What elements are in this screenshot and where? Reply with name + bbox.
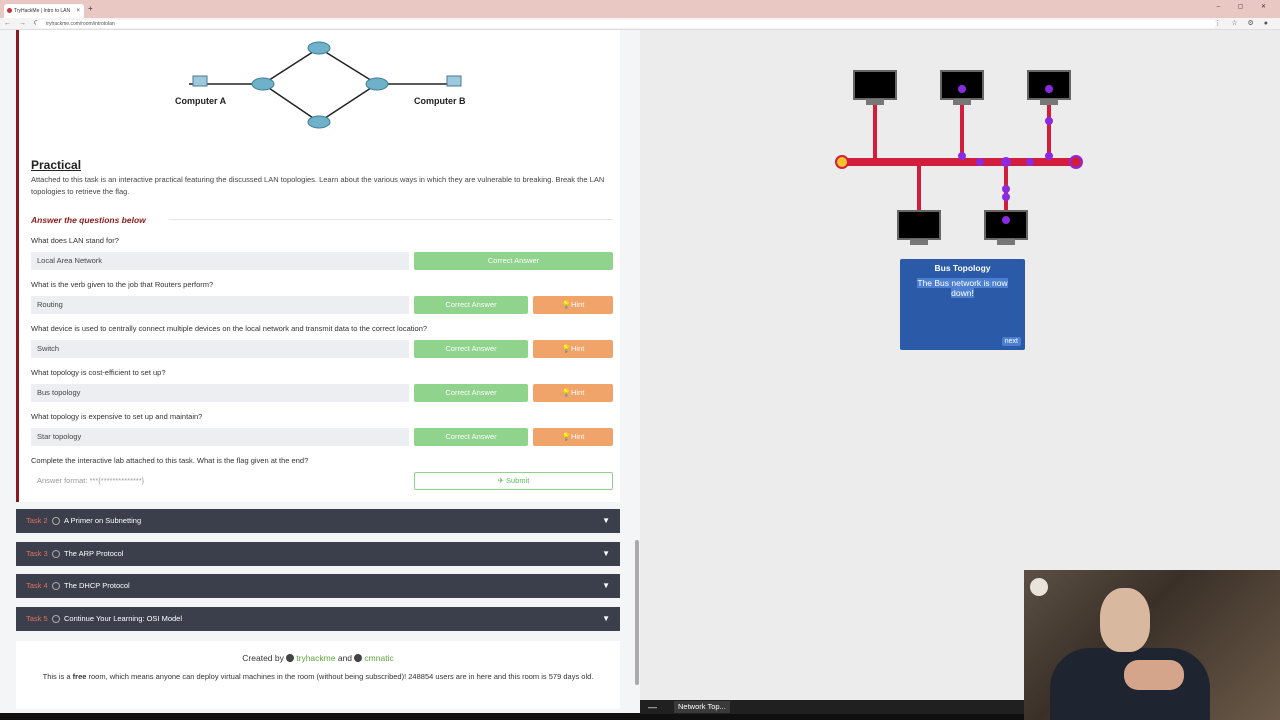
topology-message: The Bus network is now down!: [912, 278, 1013, 298]
correct-answer-button-3[interactable]: Correct Answer: [414, 340, 528, 358]
task-number: Task 4: [26, 581, 48, 590]
question-2: What is the verb given to the job that R…: [31, 280, 214, 289]
answer-3-field[interactable]: Switch: [31, 340, 409, 358]
practical-heading: Practical: [31, 158, 82, 172]
incomplete-circle-icon: [52, 550, 60, 558]
person-head: [1100, 588, 1150, 652]
monitor-icon: [853, 70, 1071, 245]
author-link-tryhackme[interactable]: tryhackme: [296, 653, 336, 663]
answer-2-field[interactable]: Routing: [31, 296, 409, 314]
divider: [169, 219, 613, 220]
task-5-accordion[interactable]: Task 5 Continue Your Learning: OSI Model…: [16, 607, 620, 631]
hint-button-2[interactable]: 💡Hint: [533, 296, 613, 314]
task-title: A Primer on Subnetting: [64, 516, 142, 525]
taskbar-app-network-topology[interactable]: Network Top...: [674, 701, 730, 713]
room-footer: Created by tryhackme and cmnatic This is…: [16, 641, 620, 709]
correct-answer-button-4[interactable]: Correct Answer: [414, 384, 528, 402]
correct-answer-button-1[interactable]: Correct Answer: [414, 252, 613, 270]
chevron-down-icon: ▼: [602, 614, 610, 623]
created-by-text: Created by: [242, 653, 284, 663]
os-taskbar: — Network Top...: [640, 700, 1024, 714]
tab-title: TryHackMe | Intro to LAN: [14, 8, 71, 14]
task-2-accordion[interactable]: Task 2 A Primer on Subnetting ▼: [16, 509, 620, 533]
avatar-icon: [354, 654, 363, 662]
tab-close-icon[interactable]: ×: [76, 8, 80, 14]
hint-button-5[interactable]: 💡Hint: [533, 428, 613, 446]
avatar-icon: [286, 654, 295, 662]
new-tab-button[interactable]: +: [88, 4, 93, 13]
info-post: room, which means anyone can deploy virt…: [88, 672, 594, 681]
answer-1-field[interactable]: Local Area Network: [31, 252, 409, 270]
answer-5-field[interactable]: Star topology: [31, 428, 409, 446]
created-by-line: Created by tryhackme and cmnatic: [16, 653, 620, 663]
room-info-text: This is a free room, which means anyone …: [28, 671, 608, 683]
bus-topology-diagram: [835, 70, 1083, 245]
scrollbar[interactable]: [635, 540, 639, 685]
hint-button-4[interactable]: 💡Hint: [533, 384, 613, 402]
task-3-accordion[interactable]: Task 3 The ARP Protocol ▼: [16, 542, 620, 566]
browser-tab[interactable]: TryHackMe | Intro to LAN ×: [4, 4, 84, 18]
address-bar-row: ← → ⟳ tryhackme.com/room/introtolan ⋮ ☆ …: [0, 18, 1280, 30]
submit-button[interactable]: ✈ Submit: [414, 472, 613, 490]
task-1-card: Computer A Computer B Practical Attached…: [16, 30, 620, 502]
router-icon: [251, 41, 389, 129]
task-number: Task 2: [26, 516, 48, 525]
minimize-icon[interactable]: —: [648, 702, 657, 712]
and-text: and: [337, 653, 353, 663]
terminator-icon: [835, 155, 849, 169]
task-title: The DHCP Protocol: [64, 581, 130, 590]
topology-info-box: Bus Topology The Bus network is now down…: [900, 259, 1025, 350]
task-4-accordion[interactable]: Task 4 The DHCP Protocol ▼: [16, 574, 620, 598]
correct-answer-button-5[interactable]: Correct Answer: [414, 428, 528, 446]
hint-button-3[interactable]: 💡Hint: [533, 340, 613, 358]
lamp: [1030, 578, 1048, 596]
incomplete-circle-icon: [52, 517, 60, 525]
correct-answer-button-2[interactable]: Correct Answer: [414, 296, 528, 314]
computer-a-label: Computer A: [175, 96, 227, 106]
room-content-panel: Computer A Computer B Practical Attached…: [0, 30, 640, 713]
task-number: Task 3: [26, 549, 48, 558]
question-3: What device is used to centrally connect…: [31, 324, 428, 333]
chevron-down-icon: ▼: [602, 516, 610, 525]
incomplete-circle-icon: [52, 615, 60, 623]
next-button[interactable]: next: [1001, 337, 1021, 346]
computer-b-label: Computer B: [414, 96, 466, 106]
incomplete-circle-icon: [52, 582, 60, 590]
chevron-down-icon: ▼: [602, 581, 610, 590]
task-number: Task 5: [26, 614, 48, 623]
window-controls[interactable]: – ▢ ✕: [1216, 4, 1274, 10]
question-4: What topology is cost-efficient to set u…: [31, 368, 166, 377]
browser-toolbar-icons[interactable]: ⋮ ☆ ⚙ ●: [1214, 20, 1272, 27]
answer-questions-header: Answer the questions below: [31, 215, 146, 225]
tryhackme-favicon-icon: [7, 8, 12, 13]
author-link-cmnatic[interactable]: cmnatic: [364, 653, 394, 663]
url-field[interactable]: tryhackme.com/room/introtolan: [36, 20, 1216, 28]
task-title: The ARP Protocol: [64, 549, 124, 558]
flag-answer-input[interactable]: Answer format: ***{**************}: [31, 472, 409, 490]
info-pre: This is a: [42, 672, 71, 681]
practical-description: Attached to this task is an interactive …: [31, 175, 605, 196]
network-diagram: [189, 41, 462, 129]
person-hands: [1124, 660, 1184, 690]
topology-title: Bus Topology: [934, 263, 991, 273]
free-label: free: [72, 672, 87, 681]
answer-4-field[interactable]: Bus topology: [31, 384, 409, 402]
nav-buttons-icon[interactable]: ← → ⟳: [4, 20, 43, 27]
chevron-down-icon: ▼: [602, 549, 610, 558]
question-1: What does LAN stand for?: [31, 236, 119, 245]
webcam-overlay: [1024, 570, 1280, 720]
browser-tab-bar: TryHackMe | Intro to LAN × + – ▢ ✕: [0, 0, 1280, 18]
topology-message-text: The Bus network is now down!: [917, 278, 1008, 298]
terminator-icon: [1069, 155, 1083, 169]
task-title: Continue Your Learning: OSI Model: [64, 614, 182, 623]
computer-icon: [192, 75, 462, 87]
question-5: What topology is expensive to set up and…: [31, 412, 203, 421]
question-6: Complete the interactive lab attached to…: [31, 456, 309, 465]
